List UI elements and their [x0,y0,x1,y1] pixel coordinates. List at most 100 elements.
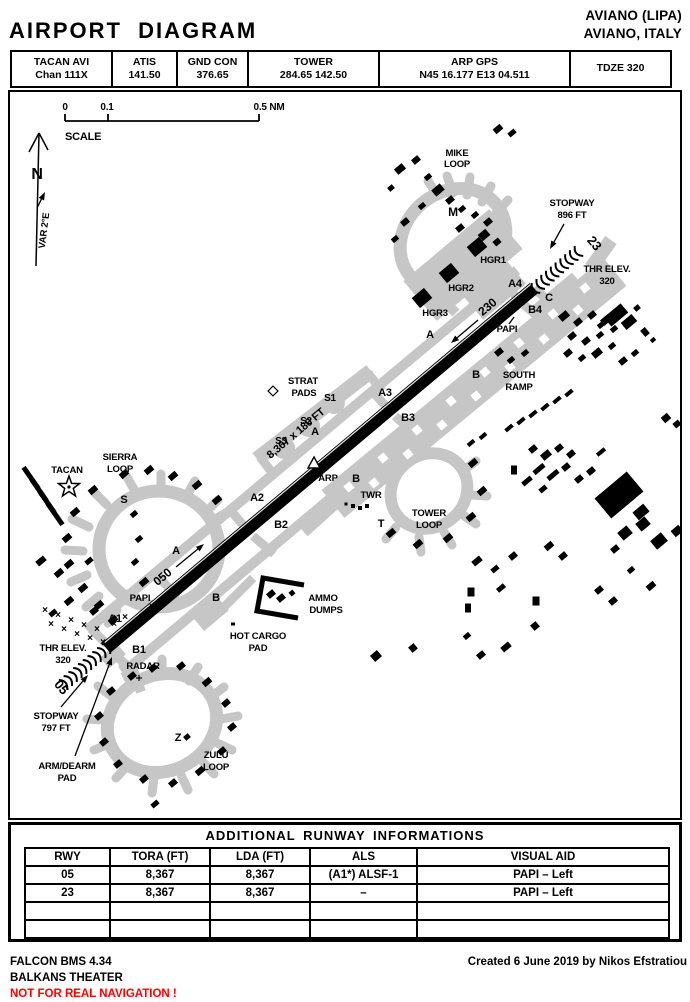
building [649,336,657,344]
building [467,587,475,597]
building [201,676,213,688]
chart-line [508,316,515,325]
diagram-label-s: S [120,494,127,506]
taxiway-segment [298,498,338,537]
building [557,310,571,322]
diagram-label-b2: B2 [274,519,288,531]
building [113,759,123,769]
building [494,347,504,357]
arrow-head [195,544,204,552]
building [344,502,348,506]
building [490,564,500,574]
building [478,431,488,441]
building [150,799,160,809]
building [567,331,577,341]
diagram-label-s1: S1 [324,393,336,404]
diagram-label-a: A [426,329,434,341]
diagram-label-tacan: TACAN [51,465,83,476]
apron [191,595,229,631]
diagram-label-loop: LOOP [107,464,134,475]
parking-spot [470,390,482,402]
building [183,733,191,741]
taxiway-segment [256,454,278,478]
hardstand-stub [122,472,141,498]
taxiway-segment [585,235,617,273]
stopway-chevron [82,659,93,671]
parking-spot [411,424,423,436]
building [595,330,605,340]
stopway-chevron [530,282,541,294]
building [507,128,517,138]
diagram-label-scale: SCALE [65,131,101,143]
building [539,449,553,461]
parking-spot [547,308,559,320]
building [408,643,418,653]
parking-spot [504,361,516,373]
diagram-label-320: 320 [599,276,614,287]
building [660,412,672,424]
diagram-label-a: A [172,545,180,557]
building [455,223,465,233]
hardstand-stub [82,714,108,725]
building [227,722,237,732]
diagram-label-a3: A3 [378,387,392,399]
footer-theater: BALKANS THEATER [10,971,123,984]
arrow-head [106,657,113,666]
hardstand-stub [81,591,104,612]
runway-table-cell: PAPI – Left [416,883,670,903]
hardstand-stub [181,476,200,502]
building [508,551,518,561]
closed-area-x-mark: × [61,624,67,635]
runway-table-cell: (A1*) ALSF-1 [309,865,418,885]
building [130,557,140,567]
chart-line [38,132,49,151]
building [554,443,564,453]
building [129,509,139,519]
building [670,524,680,538]
taxiway-segment [521,301,549,327]
runway-table-cell [24,919,111,939]
diagram-label-z: Z [175,732,182,744]
building [603,303,629,327]
building [411,287,433,309]
closed-area-x-mark: × [48,619,54,630]
building [538,484,548,494]
parking-spot [479,366,491,378]
building [176,661,186,671]
runway-table-header: VISUAL AID [416,847,670,867]
runway-table-header: TORA (FT) [109,847,211,867]
building [231,622,235,626]
stopway-chevron [564,254,574,266]
stopway-chevron [73,667,83,679]
chart-line [35,132,40,267]
building [94,711,104,721]
parking-spot [513,337,525,349]
diagram-label-pads: PADS [292,388,317,399]
building [369,650,383,662]
runway-table-cell: 8,367 [109,883,211,903]
building [610,544,620,554]
building [492,237,502,247]
diagram-label-stopway: STOPWAY [33,711,79,722]
stopway-chevron [535,278,546,290]
building [63,558,75,570]
diagram-label-thr-elev-: THR ELEV. [40,643,87,654]
diagram-label-320: 320 [55,655,70,666]
diagram-label-ramp: RAMP [505,382,533,393]
apron [100,643,126,669]
building [417,201,427,211]
hardstand-stub [198,757,219,779]
arrow-line [175,545,203,568]
building [462,631,472,641]
building [594,471,644,519]
chart-line [149,603,156,612]
stopway-chevron [540,274,550,286]
building [465,603,471,613]
building [504,423,514,433]
